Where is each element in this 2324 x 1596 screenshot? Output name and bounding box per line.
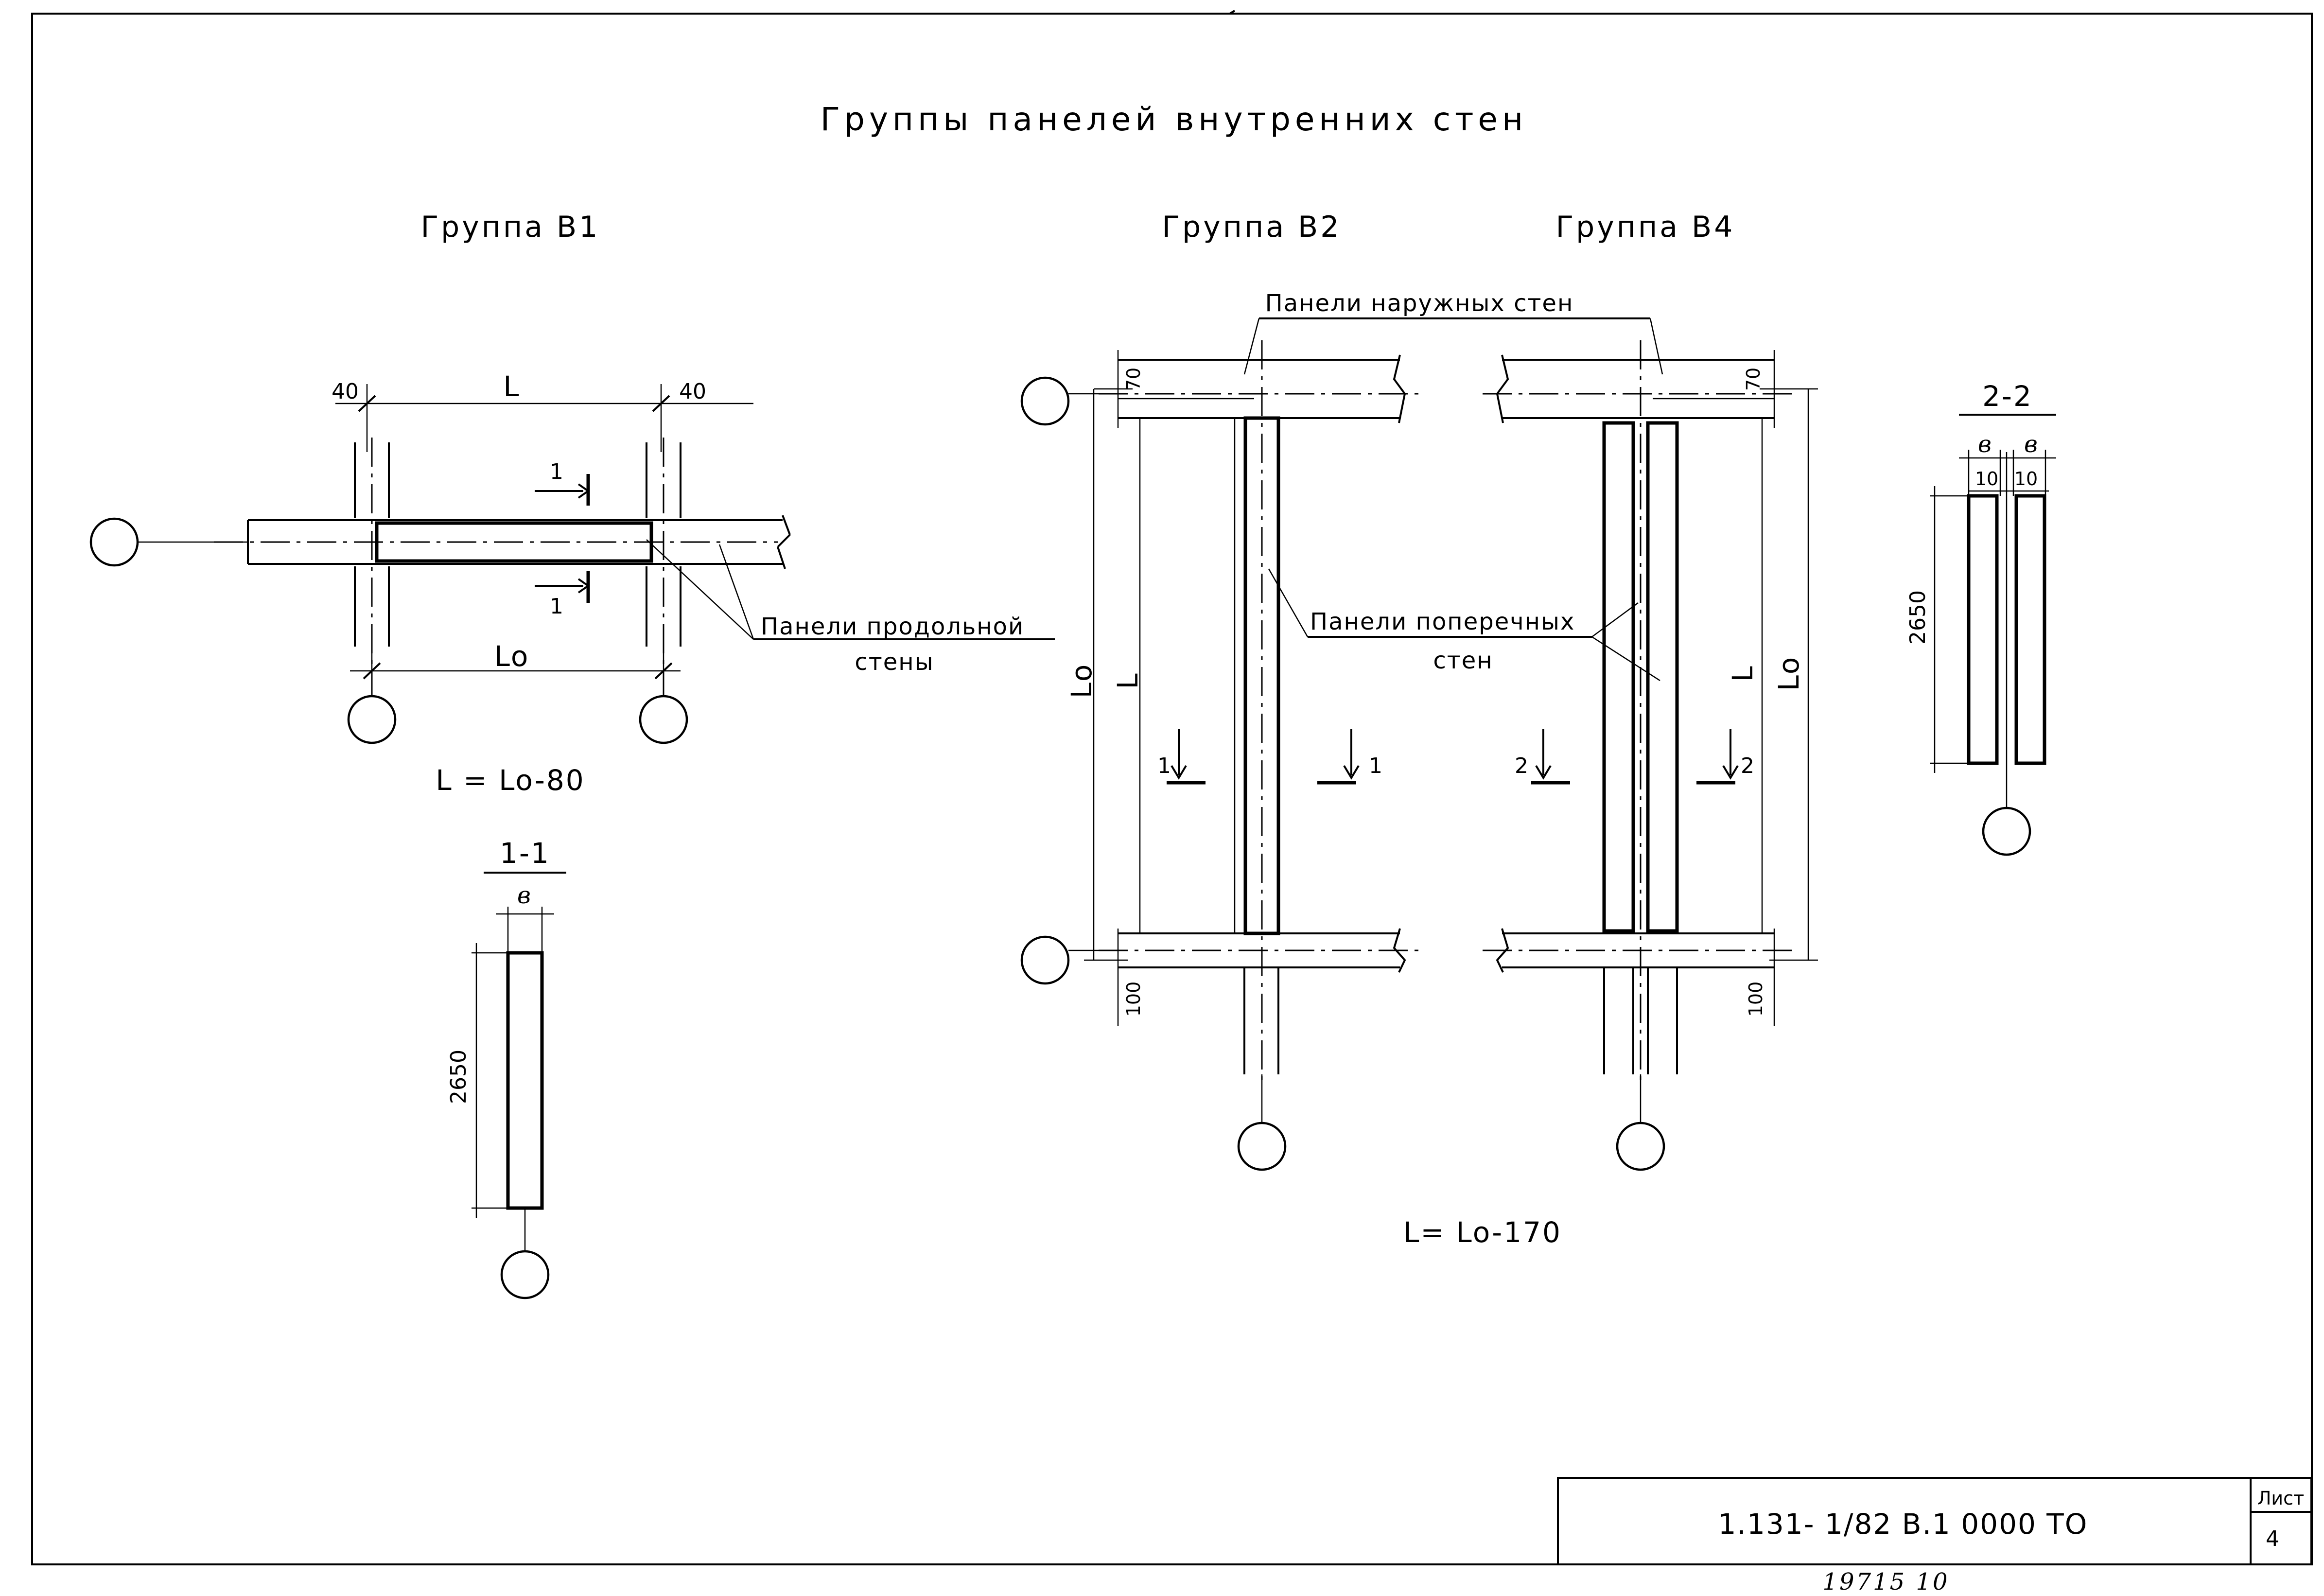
b2-dim-top: 70 [1123,368,1144,391]
group-b4-heading: Группа В4 [1556,210,1735,244]
b4-cut-mark-left: 2 [1515,754,1528,778]
b1-axis-bubble-left [89,517,139,567]
b4-panel-right [1646,421,1679,933]
b2-axis-bubble-axis [1237,1122,1287,1171]
b1-cut-mark-bottom: 1 [550,594,563,619]
b1-panel [375,521,653,563]
section-2-2-height: 2650 [1905,590,1930,645]
b4-label-l: L [1726,665,1759,682]
section-1-1: 1-1 в 2650 [446,837,566,1299]
callouts-b2-b4: Панели наружных стен Панели поперечных с… [1243,290,1663,1249]
b1-formula: L = Lo-80 [436,764,585,797]
b4-cut-mark-right: 2 [1741,754,1754,778]
b2-label-l: L [1111,672,1144,689]
group-b2-heading: Группа В2 [1162,210,1342,244]
section-1-1-panel [506,951,544,1210]
title-block-sheet-number: 4 [2266,1526,2279,1551]
section-1-1-width: в [517,882,533,909]
sheet-frame [31,13,2313,1565]
callout-longitudinal-1: Панели продольной [761,613,1024,640]
group-b2: Группа В2 70 Lo L 100 1 [1020,210,1419,1171]
b1-dim-right: 40 [679,379,706,404]
b2-dim-bottom: 100 [1123,982,1144,1017]
section-2-2-width-left: в [1978,431,1993,458]
b1-span-label: L [503,370,520,403]
b1-axis-span-label: Lo [494,640,530,673]
b2-cut-mark-right: 1 [1369,754,1382,778]
b4-panel-left [1602,421,1635,933]
b2-b4-formula: L= Lo-170 [1403,1216,1562,1249]
b1-cut-mark-top: 1 [550,459,563,484]
drawing-title: Группы панелей внутренних стен [821,101,1527,138]
b1-axis-bubble-2 [639,695,688,744]
b2-cut-mark-left: 1 [1157,754,1171,778]
b4-label-lo: Lo [1772,656,1805,691]
callout-transverse-2: стен [1433,647,1493,674]
footer-stamp: 19715 10 [1822,1568,1949,1596]
section-2-2-width-right: в [2024,431,2040,458]
b4-dim-top: 70 [1743,368,1764,391]
b2-axis-bubble-bottom [1020,935,1070,985]
section-2-2-panel-right [2014,494,2046,765]
section-2-2-gap-right: 10 [2014,468,2038,490]
group-b1-heading: Группа В1 [421,210,600,244]
title-block-sheet-label: Лист [2257,1488,2304,1509]
b1-axis-bubble-1 [347,695,397,744]
group-b4: Группа В4 70 Lo L 100 2 [1483,210,1818,1171]
b4-axis-bubble-axis [1616,1122,1665,1171]
b2-label-lo: Lo [1065,663,1098,699]
callout-exterior: Панели наружных стен [1265,290,1574,317]
title-block-code: 1.131- 1/82 В.1 0000 ТО [1718,1508,2088,1541]
section-2-2-axis-bubble [1982,807,2031,856]
section-2-2-title: 2-2 [1982,380,2033,413]
callout-longitudinal-2: стены [855,649,934,676]
section-2-2: 2-2 в в 10 10 2650 [1905,380,2056,856]
title-block: 1.131- 1/82 В.1 0000 ТО Лист 4 [1557,1477,2312,1565]
b2-axis-bubble-top [1020,376,1070,426]
section-1-1-title: 1-1 [500,837,550,870]
b4-dim-bottom: 100 [1745,982,1766,1017]
section-2-2-panel-left [1967,494,1999,765]
section-1-1-axis-bubble [500,1250,550,1299]
section-1-1-height: 2650 [446,1050,471,1104]
group-b1: Группа В1 40 40 L Lo [89,210,1055,797]
section-2-2-gap-left: 10 [1975,468,1998,490]
callout-transverse-1: Панели поперечных [1310,608,1575,635]
b1-dim-left: 40 [332,379,359,404]
